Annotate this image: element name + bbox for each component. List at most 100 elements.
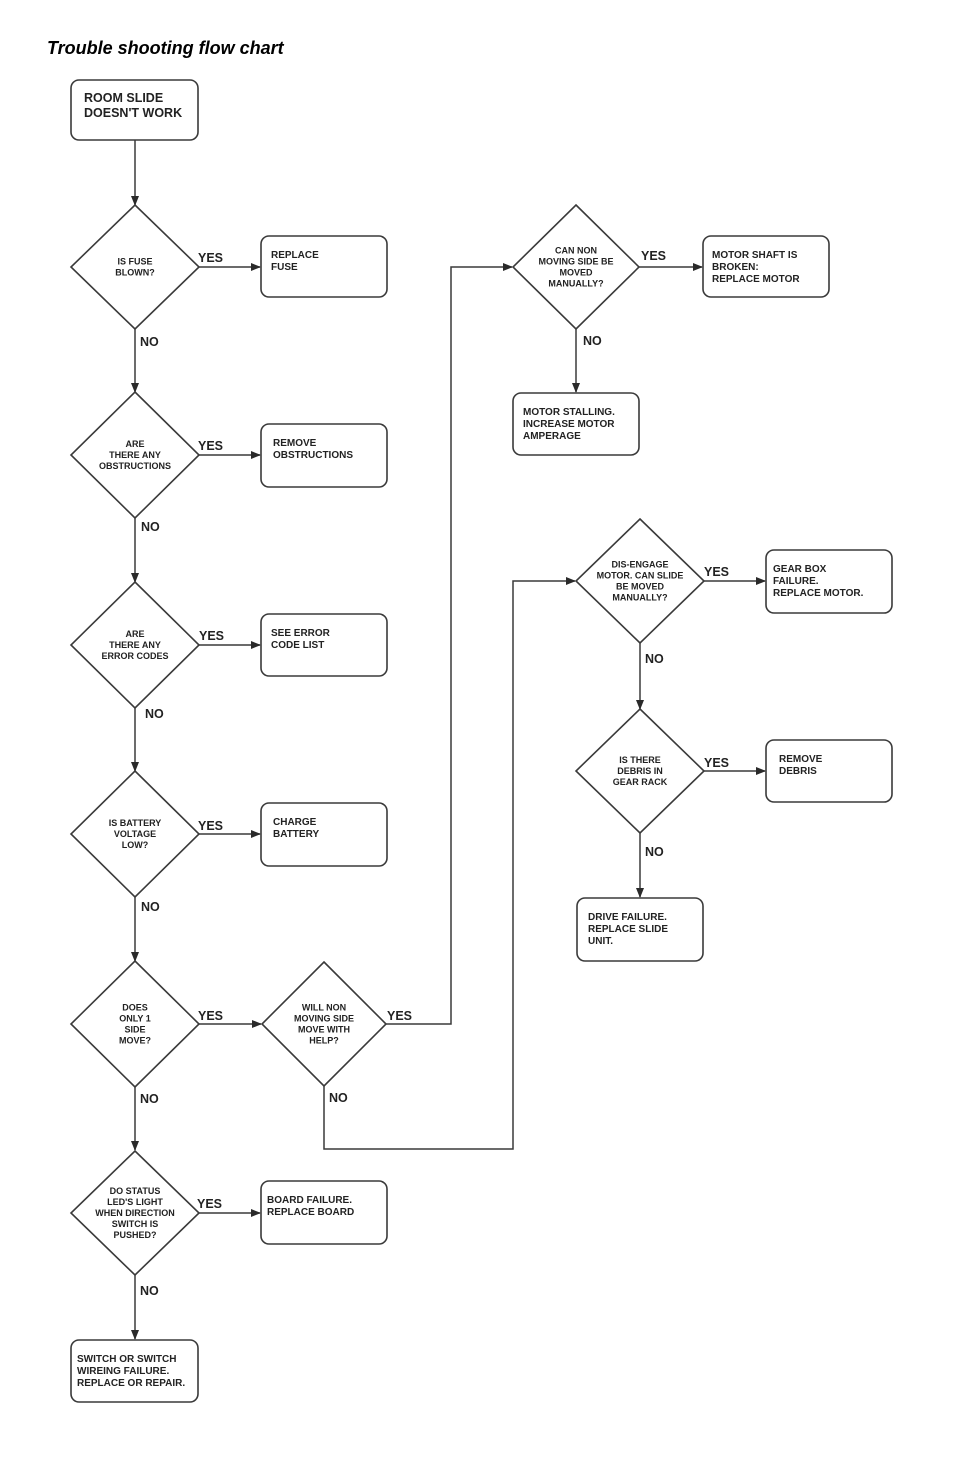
node-text: MOVING SIDE	[294, 1014, 354, 1024]
node-text: REPLACE OR REPAIR.	[77, 1378, 185, 1389]
node-text: BLOWN?	[115, 268, 155, 278]
node-text: SWITCH IS	[112, 1219, 159, 1229]
node-text: SIDE	[124, 1025, 145, 1035]
node-text: VOLTAGE	[114, 829, 156, 839]
node-text: SEE ERROR	[271, 628, 331, 639]
node-text: WILL NON	[302, 1003, 346, 1013]
node-text: MOVE?	[119, 1036, 151, 1046]
process-box	[765, 739, 893, 803]
no-label: NO	[141, 520, 160, 534]
no-label: NO	[145, 707, 164, 721]
node-text: ONLY 1	[119, 1014, 151, 1024]
no-label: NO	[140, 335, 159, 349]
process-box	[70, 1339, 199, 1403]
node-text: DO STATUS	[110, 1186, 161, 1196]
node-text: REMOVE	[779, 754, 823, 765]
node-text: DRIVE FAILURE.	[588, 912, 667, 923]
node-text: MOTOR STALLING.	[523, 407, 615, 418]
process-box	[576, 897, 704, 962]
node-text: INCREASE MOTOR	[523, 419, 615, 430]
node-text: REPLACE MOTOR	[712, 274, 800, 285]
yes-label: YES	[704, 756, 729, 770]
yes-label: YES	[197, 1197, 222, 1211]
node-text: CHARGE	[273, 817, 317, 828]
node-text: BOARD FAILURE.	[267, 1195, 352, 1206]
decision-diamond	[69, 1149, 201, 1277]
node-text: BE MOVED	[616, 582, 665, 592]
decision-diamond	[574, 517, 706, 645]
decision-diamond	[69, 580, 201, 710]
node-text: LED'S LIGHT	[107, 1197, 163, 1207]
node-text: REMOVE	[273, 438, 317, 449]
node-text: ARE	[125, 439, 144, 449]
node-text: MOVED	[559, 268, 593, 278]
node-text: REPLACE MOTOR.	[773, 588, 864, 599]
no-label: NO	[645, 845, 664, 859]
node-text: ERROR CODES	[101, 651, 168, 661]
no-label: NO	[141, 900, 160, 914]
node-text: ARE	[125, 629, 144, 639]
node-text: MOTOR. CAN SLIDE	[597, 571, 684, 581]
process-box	[765, 549, 893, 614]
node-text: REPLACE SLIDE	[588, 924, 668, 935]
node-text: WIREING FAILURE.	[77, 1366, 169, 1377]
node-text: GEAR RACK	[613, 777, 668, 787]
node-text: DEBRIS IN	[617, 766, 663, 776]
node-text: DOES	[122, 1003, 148, 1013]
connector-arrow	[386, 263, 513, 1025]
node-text: MOVE WITH	[298, 1025, 350, 1035]
node-text: MANUALLY?	[548, 279, 603, 289]
decision-diamond	[69, 203, 201, 331]
node-text: LOW?	[122, 840, 149, 850]
no-label: NO	[140, 1284, 159, 1298]
no-label: NO	[140, 1092, 159, 1106]
node-text: ROOM SLIDE	[84, 91, 163, 105]
yes-label: YES	[198, 251, 223, 265]
node-text: MOTOR SHAFT IS	[712, 250, 798, 261]
node-text: DEBRIS	[779, 766, 817, 777]
process-box	[702, 235, 830, 298]
process-box	[260, 235, 388, 298]
yes-label: YES	[198, 439, 223, 453]
decision-diamond	[511, 203, 641, 331]
process-box	[70, 79, 199, 141]
yes-label: YES	[641, 249, 666, 263]
page-title: Trouble shooting flow chart	[47, 38, 284, 58]
decision-diamond	[260, 960, 388, 1088]
decision-diamond	[69, 390, 201, 520]
node-text: BATTERY	[273, 829, 319, 840]
node-text: OBSTRUCTIONS	[99, 461, 171, 471]
node-text: IS FUSE	[117, 257, 152, 267]
node-text: SWITCH OR SWITCH	[77, 1354, 176, 1365]
connector-arrow	[323, 577, 576, 1150]
yes-label: YES	[199, 629, 224, 643]
yes-label: YES	[704, 565, 729, 579]
process-box	[260, 423, 388, 488]
node-text: CAN NON	[555, 246, 597, 256]
node-text: WHEN DIRECTION	[95, 1208, 175, 1218]
node-text: DOESN'T WORK	[84, 106, 182, 120]
node-text: IS BATTERY	[109, 818, 162, 828]
no-label: NO	[583, 334, 602, 348]
node-text: REPLACE	[271, 250, 319, 261]
node-text: PUSHED?	[113, 1230, 156, 1240]
